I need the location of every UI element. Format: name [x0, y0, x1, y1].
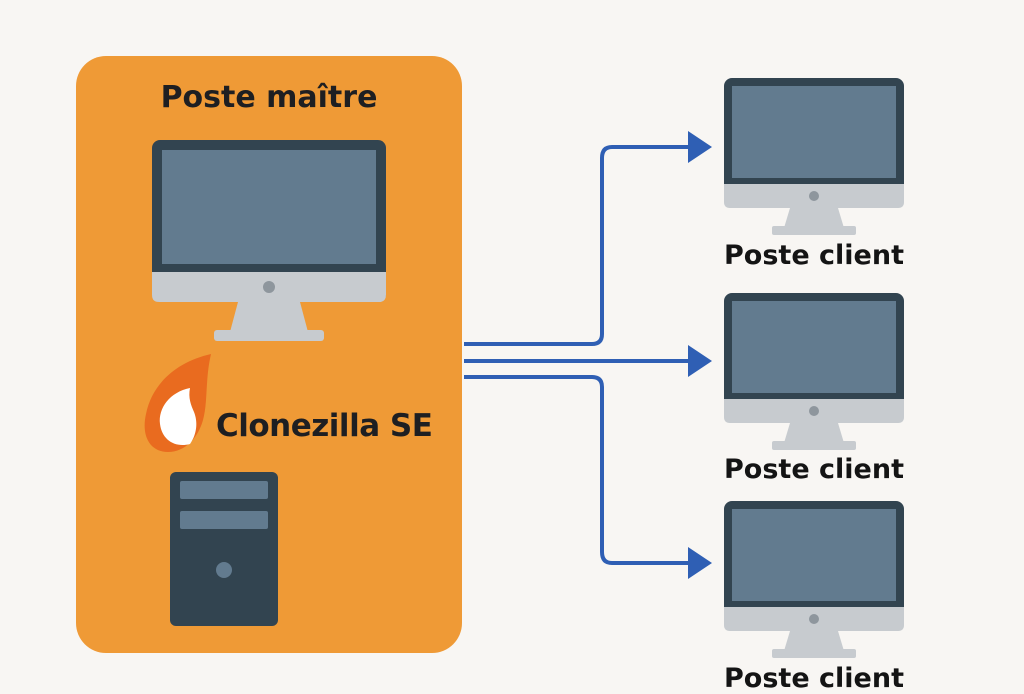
software-label: Clonezilla SE: [216, 408, 433, 444]
master-title: Poste maître: [160, 80, 378, 115]
client-monitor-icon: [724, 78, 904, 235]
master-monitor-icon: [152, 140, 386, 341]
client-monitor-icon: [724, 501, 904, 658]
arrow-to-client-3: [464, 375, 712, 579]
client-monitor-icon: [724, 293, 904, 450]
client-label: Poste client: [724, 663, 904, 694]
clonezilla-logo-icon: [144, 354, 211, 452]
client-label: Poste client: [724, 454, 904, 485]
arrow-to-client-1: [464, 131, 712, 346]
client-label: Poste client: [724, 240, 904, 271]
server-tower-icon: [170, 472, 278, 626]
